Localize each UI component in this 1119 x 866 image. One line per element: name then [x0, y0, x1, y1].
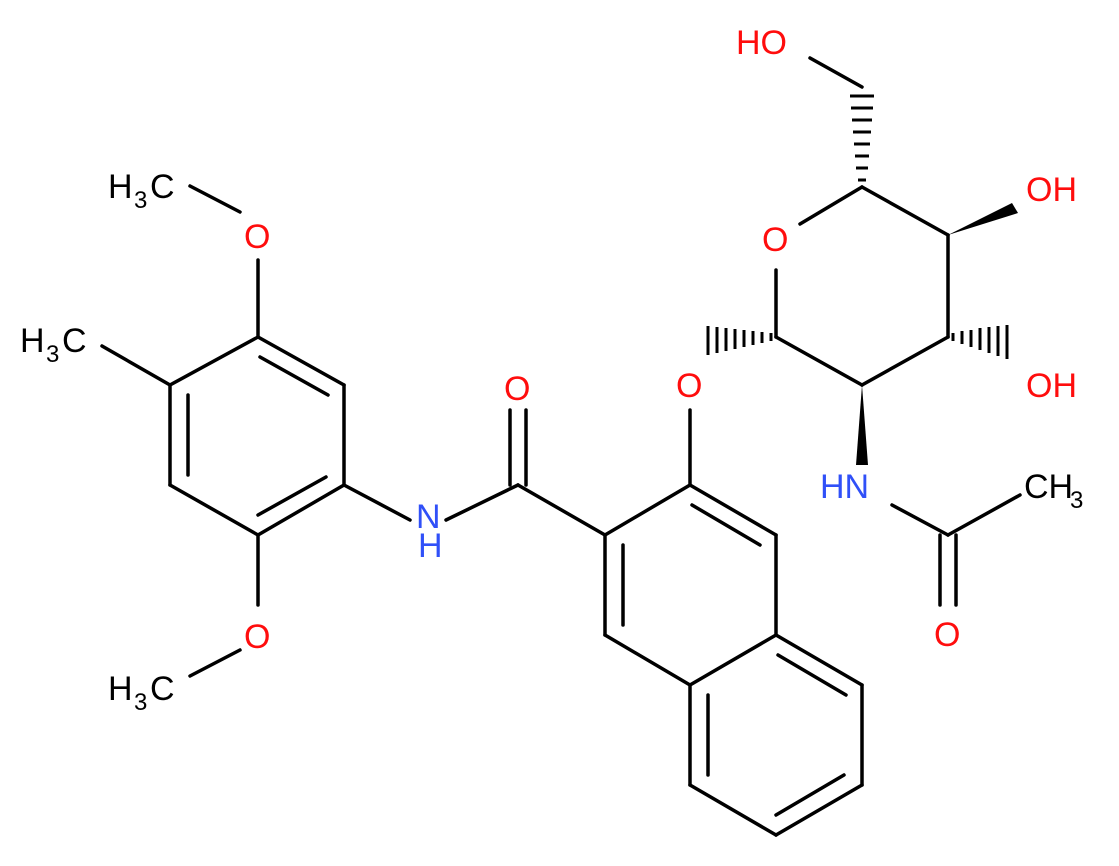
bond: [774, 335, 864, 387]
atom-label-o-carbonyl: O: [504, 370, 530, 408]
atom-label-o-glycoside: O: [676, 367, 702, 405]
bond: [808, 56, 864, 89]
bond: [688, 483, 778, 537]
atom-label-subscript: 3: [46, 341, 59, 368]
atom-label-h-amide: H: [418, 527, 443, 565]
hash-bond: [706, 326, 773, 355]
bond: [774, 633, 864, 687]
bond-inner: [256, 475, 328, 517]
atom-label-nh: HN: [820, 468, 869, 506]
bond: [256, 335, 346, 387]
bond: [688, 633, 778, 687]
atom-label-h: H: [108, 168, 133, 206]
atom-label-c: C: [150, 168, 175, 206]
bond-set: [100, 56, 1022, 837]
atom-labels: HO H 3 C O H 3 C O OH O O OH HN CH 3 N H…: [20, 24, 1083, 716]
hash-bond: [850, 94, 874, 182]
wedge-bond: [948, 203, 1018, 235]
bond: [860, 185, 950, 237]
bond-inner: [774, 773, 846, 817]
bond: [774, 783, 864, 837]
bond: [603, 633, 692, 687]
atom-label-subscript: 3: [134, 187, 147, 214]
atom-label-subscript: 3: [1070, 487, 1083, 514]
bond: [100, 344, 172, 387]
bond: [168, 335, 260, 387]
bond: [860, 335, 950, 387]
atom-label-c: C: [150, 670, 175, 708]
atom-label-h: H: [108, 670, 133, 708]
atom-label-c: C: [62, 322, 87, 360]
bond: [516, 483, 607, 537]
bond: [342, 483, 412, 522]
stereo-bonds: [706, 94, 1018, 465]
atom-label-o-methoxy: O: [244, 218, 270, 256]
bond: [188, 184, 242, 214]
bond-inner: [258, 355, 330, 397]
atom-label-o-methoxy: O: [244, 618, 270, 656]
bond: [188, 648, 242, 678]
bond: [256, 483, 346, 537]
bond: [890, 503, 950, 537]
atom-label-oh: OH: [1026, 367, 1077, 405]
hash-bond: [951, 325, 1009, 359]
atom-label-subscript: 3: [134, 689, 147, 716]
atom-label-ch: CH: [1024, 468, 1073, 506]
atom-label-h: H: [20, 322, 45, 360]
atom-label-oh: OH: [1026, 171, 1077, 209]
bond: [603, 483, 692, 537]
bond: [688, 783, 778, 837]
bond: [168, 483, 260, 537]
atom-label-ho-top: HO: [736, 24, 787, 62]
wedge-bond: [856, 385, 868, 465]
atom-label-n-amide: N: [416, 498, 441, 536]
bond: [798, 185, 864, 226]
atom-label-o-acetyl: O: [934, 616, 960, 654]
bond: [444, 483, 520, 522]
bond-inner: [776, 653, 848, 697]
atom-label-o-ring: O: [762, 221, 788, 259]
bond: [946, 493, 1022, 537]
bond-inner: [690, 503, 762, 547]
